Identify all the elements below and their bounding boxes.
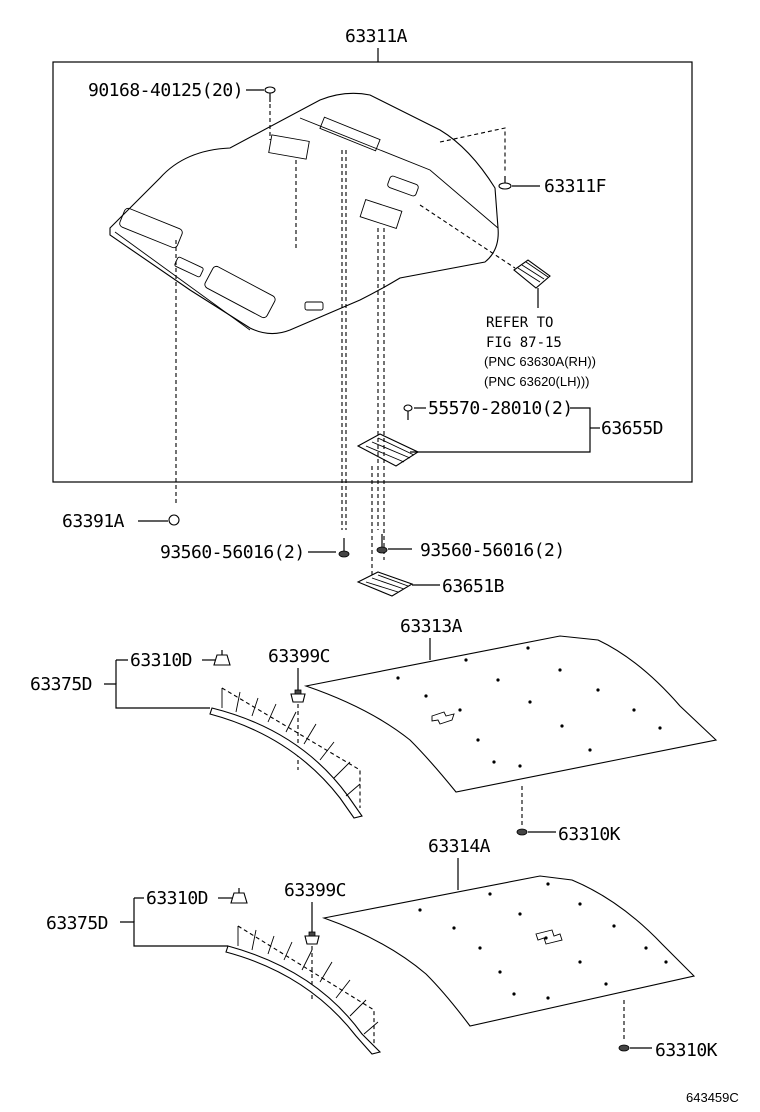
dash-handle <box>419 204 516 269</box>
label-clip-d2: 63310D <box>146 888 208 909</box>
visor-recess-left <box>119 207 183 249</box>
headliner-opening-2 <box>319 116 381 152</box>
panel-a-cutout <box>431 711 455 725</box>
label-screw-left: 93560-56016(2) <box>160 542 305 563</box>
screw-left-group: 93560-56016(2) <box>160 538 350 563</box>
panel-b-cutout <box>535 929 563 945</box>
leader-wire-d2-upper <box>133 897 144 922</box>
label-screw-top: 90168-40125(20) <box>88 80 243 101</box>
label-clip-c1: 63399C <box>268 646 330 667</box>
panel-a-sheet <box>303 635 718 793</box>
label-clip-c2: 63399C <box>284 880 346 901</box>
label-wire-d2: 63375D <box>46 913 108 934</box>
panel-b-holes <box>418 882 668 1000</box>
label-clip-a: 63391A <box>62 511 125 532</box>
screw-right-icon <box>376 534 388 554</box>
label-screw-right: 93560-56016(2) <box>420 540 565 561</box>
clip-a-icon <box>168 514 180 526</box>
clip-a-group: 63391A <box>62 511 180 532</box>
figure-id: 643459C <box>686 1090 739 1105</box>
dash-wire-d1 <box>221 687 361 808</box>
label-panel-b: 63314A <box>428 836 491 857</box>
label-bracket-d: 63655D <box>601 418 663 439</box>
headliner-front-edge <box>114 231 251 331</box>
clip-f-icon <box>498 176 512 190</box>
headliner-crease <box>299 117 499 229</box>
label-clip-d1: 63310D <box>130 650 192 671</box>
headliner-opening-4 <box>359 199 403 229</box>
label-clip-f: 63311F <box>544 176 606 197</box>
screw-right-group: 93560-56016(2) <box>376 534 565 561</box>
screw-mid-icon <box>403 404 413 420</box>
headliner-group: 63311A 90168-40125(20) 63311F <box>52 26 693 575</box>
label-refer-4: (PNC 63620(LH))) <box>484 374 589 389</box>
clip-c2-icon <box>304 931 320 945</box>
wire-d1-strip <box>209 707 363 819</box>
wire-d2-ribs <box>237 926 379 1035</box>
clip-k1-icon <box>516 828 528 836</box>
panel-a-holes <box>396 646 662 768</box>
leader-wire-d1 <box>104 683 210 709</box>
leader-wire-d2 <box>120 921 228 947</box>
label-refer-3: (PNC 63630A(RH)) <box>484 354 596 369</box>
wire-d2-strip <box>225 945 382 1055</box>
label-wire-d1: 63375D <box>30 674 92 695</box>
bracket-d-icon <box>356 433 420 467</box>
clip-d1-icon <box>213 650 231 666</box>
clip-c1-icon <box>290 689 306 703</box>
label-screw-mid: 55570-28010(2) <box>428 398 573 419</box>
bracket-b-group: 63651B <box>356 571 505 597</box>
screw-top-icon <box>264 86 276 102</box>
headliner-opening-3 <box>387 175 419 197</box>
label-clip-k1: 63310K <box>558 824 621 845</box>
panel-b-group: 63314A 63310K 63399C 63310D <box>46 836 718 1061</box>
dash-wire-d2 <box>237 925 375 1046</box>
panel-b-sheet <box>321 875 696 1027</box>
clip-k2-icon <box>618 1044 630 1052</box>
label-bracket-b: 63651B <box>442 576 504 597</box>
bracket-b-icon <box>356 571 414 597</box>
screw-left-icon <box>338 538 350 558</box>
label-panel-a: 63313A <box>400 616 463 637</box>
clip-d2-icon <box>230 888 248 904</box>
leader-wire-d1-upper <box>115 659 128 684</box>
label-refer-2: FIG 87-15 <box>486 335 562 351</box>
headliner-body <box>109 92 499 335</box>
visor-recess <box>204 265 276 319</box>
label-headliner-assy: 63311A <box>345 26 408 47</box>
headliner-opening-6 <box>304 301 324 311</box>
label-refer-1: REFER TO <box>486 315 553 331</box>
label-clip-k2: 63310K <box>655 1040 718 1061</box>
dash-clip-f <box>439 127 506 172</box>
headliner-opening-1 <box>268 134 310 160</box>
panel-a-group: 63313A 63310K 63399C 63310D <box>30 616 718 845</box>
assist-grip-icon <box>513 259 551 289</box>
